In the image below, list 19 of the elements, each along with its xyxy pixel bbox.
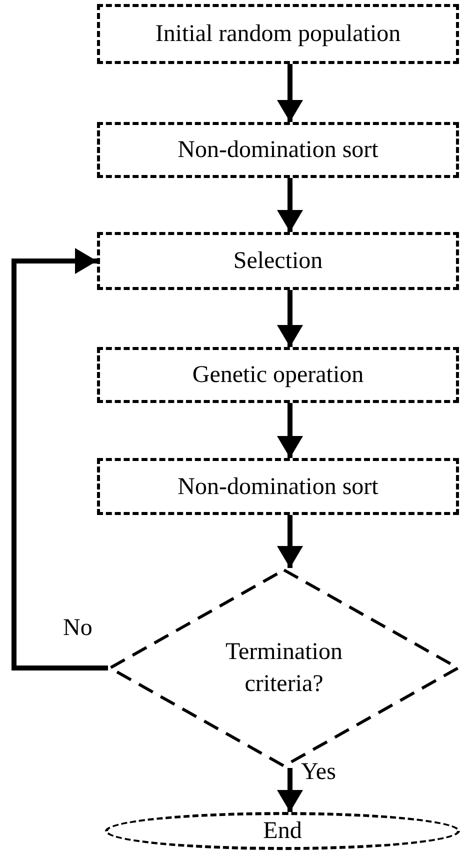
process-box xyxy=(97,458,459,515)
decision-text: Termination criteria? xyxy=(224,638,344,699)
box-text: End xyxy=(263,819,302,843)
box-text: Genetic operation xyxy=(192,363,364,387)
box-text: Selection xyxy=(233,249,323,273)
arrow xyxy=(277,290,303,347)
arrow xyxy=(277,178,303,232)
box-text: Initial random population xyxy=(155,22,401,46)
box-text: Non-domination sort xyxy=(178,138,378,162)
process-box xyxy=(97,4,459,64)
arrow xyxy=(277,64,303,122)
arrow xyxy=(277,515,303,568)
arrow xyxy=(277,768,303,812)
process-box xyxy=(97,122,459,178)
process-box xyxy=(97,232,459,290)
process-box xyxy=(97,347,459,403)
arrow xyxy=(12,248,108,670)
box-text: Non-domination sort xyxy=(178,474,378,498)
arrow xyxy=(277,403,303,458)
